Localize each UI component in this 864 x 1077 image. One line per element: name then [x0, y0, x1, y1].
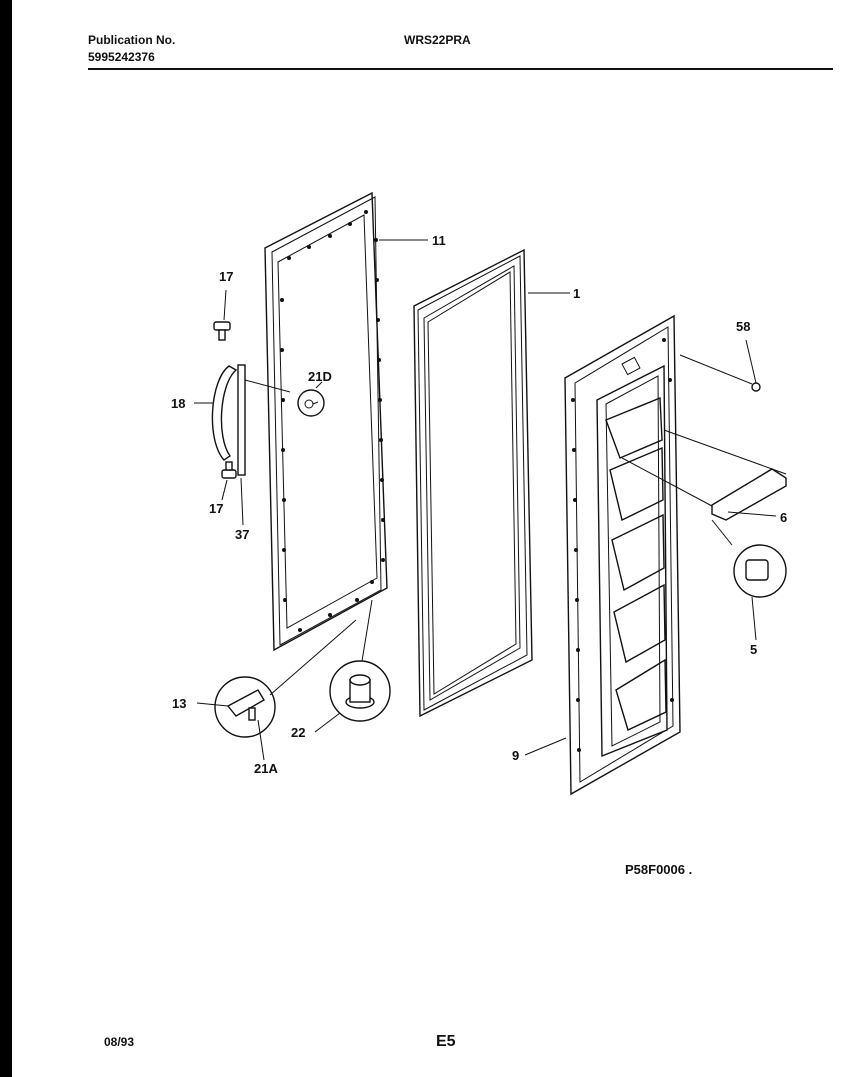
outer-door-panel [264, 191, 428, 652]
header-rule [88, 68, 833, 70]
callout-11: 11 [432, 233, 446, 248]
callout-17-bottom: 17 [209, 501, 223, 516]
callout-22: 22 [291, 725, 305, 740]
cap-detail [711, 519, 787, 641]
callout-17-top: 17 [219, 269, 233, 284]
handle-strip [237, 364, 291, 526]
page-number: E5 [436, 1033, 456, 1050]
model-number: WRS22PRA [404, 33, 471, 47]
callout-37: 37 [235, 527, 249, 542]
callout-5: 5 [750, 642, 757, 657]
callout-21A: 21A [254, 761, 278, 776]
callout-9: 9 [512, 748, 519, 763]
door-gasket [413, 248, 570, 718]
publication-number: 5995242376 [88, 50, 155, 64]
footer-date: 08/93 [104, 1035, 135, 1049]
screw-58 [679, 339, 761, 392]
door-handle [194, 365, 238, 461]
hinge-detail [196, 619, 357, 761]
handle-clip-bottom [221, 461, 237, 501]
shelf-rail [621, 429, 787, 521]
screw-21D [297, 381, 325, 417]
diagram-reference: P58F0006 . [625, 862, 693, 877]
callout-18: 18 [171, 396, 185, 411]
callout-1: 1 [573, 286, 580, 301]
callout-58: 58 [736, 319, 750, 334]
inner-door-liner [524, 314, 681, 796]
publication-label: Publication No. [88, 33, 176, 47]
bushing-detail [314, 599, 391, 733]
callout-21D: 21D [308, 369, 332, 384]
callout-13: 13 [172, 696, 186, 711]
handle-clip-top [213, 289, 231, 341]
callout-6: 6 [780, 510, 787, 525]
